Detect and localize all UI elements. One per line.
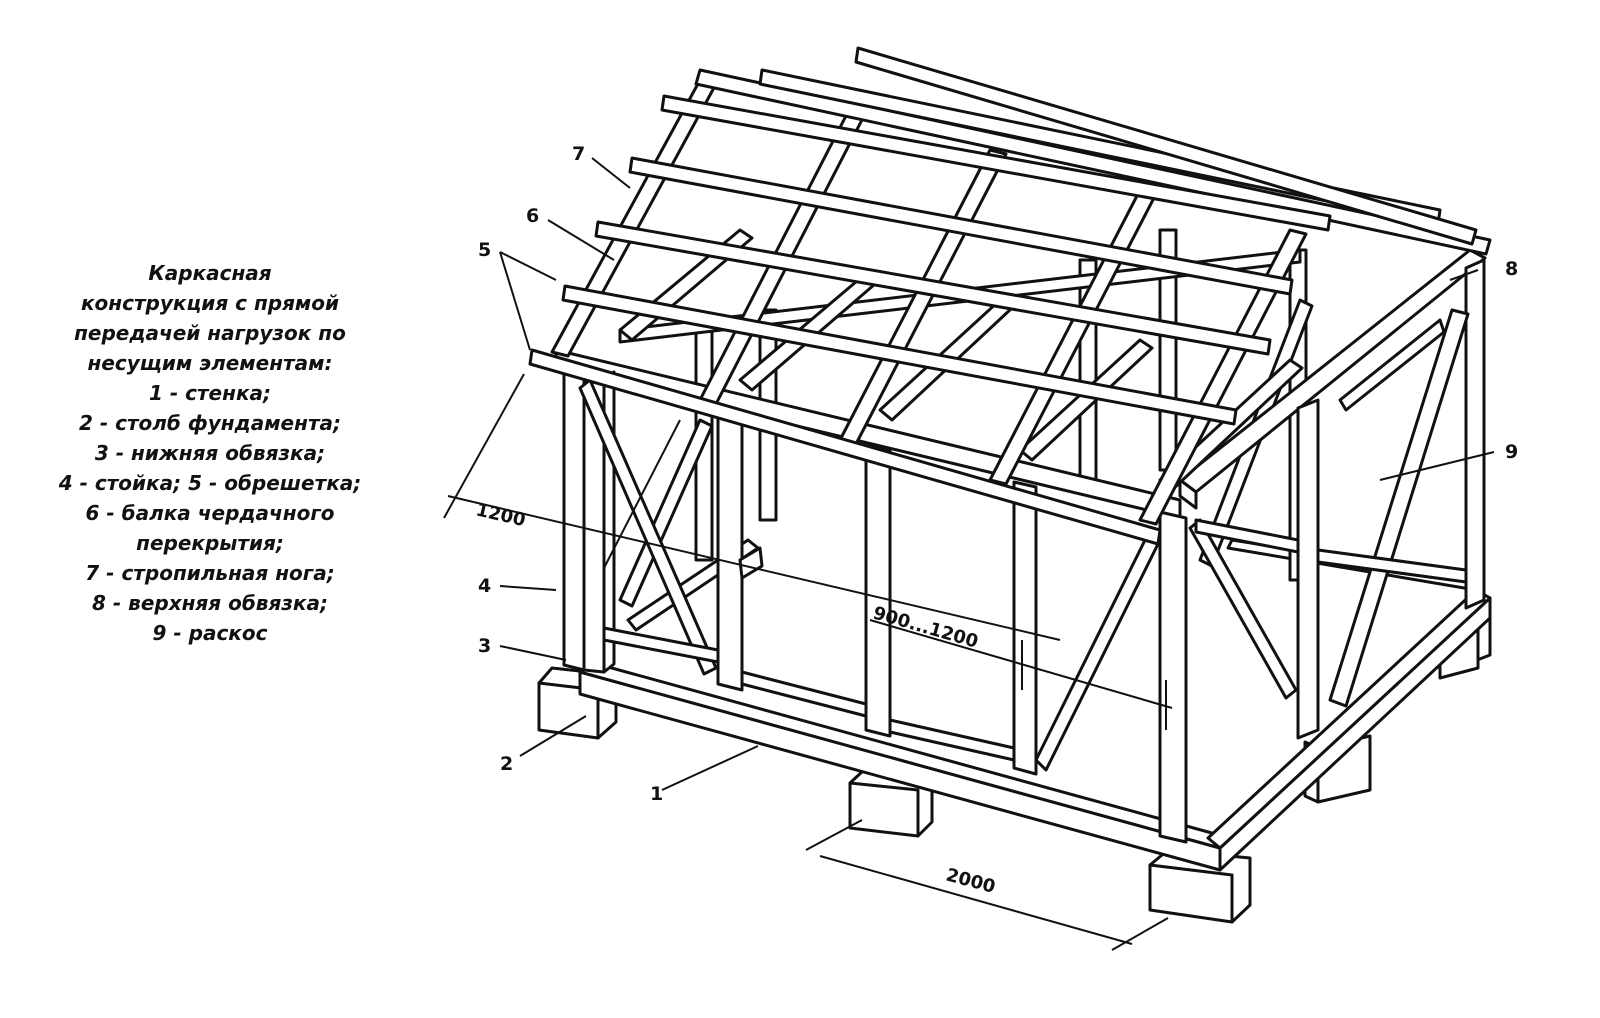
ceiling-joist [1018, 338, 1154, 462]
foundation-pier [537, 681, 600, 740]
roof-battens [528, 46, 1478, 546]
callout-5: 5 [478, 239, 491, 261]
stud [1012, 480, 1038, 776]
caption-line: 6 - балка чердачного [85, 501, 335, 525]
callout-9: 9 [1505, 441, 1518, 463]
rafter [1138, 228, 1308, 526]
callout-6: 6 [526, 205, 539, 227]
caption-line: Каркасная [148, 261, 272, 285]
callout-4: 4 [478, 575, 491, 597]
diagonal-brace [578, 378, 718, 676]
right-side-wall [1178, 248, 1487, 740]
callout-8: 8 [1505, 258, 1518, 280]
stud [864, 442, 892, 738]
batten [660, 94, 1332, 232]
caption-line: 2 - столб фундамента; [78, 411, 342, 435]
foundation-pier [1148, 863, 1234, 924]
batten [561, 284, 1238, 426]
caption-line: перекрытия; [136, 531, 284, 555]
bottom-plate [578, 538, 1492, 872]
callout-1: 1 [650, 783, 663, 805]
leader-lines [443, 157, 1495, 951]
batten [854, 46, 1478, 246]
callout-3: 3 [478, 635, 491, 657]
batten [594, 220, 1272, 356]
stud [716, 406, 744, 692]
caption-line: 3 - нижняя обвязка; [94, 441, 326, 465]
diagonal-brace [1034, 528, 1162, 772]
diagonal-brace [1328, 308, 1470, 708]
ridge-beam [694, 68, 1492, 256]
caption-line: передачей нагрузок по [74, 321, 346, 345]
foundation-pier [848, 781, 920, 838]
callout-labels: 1 2 3 4 5 6 7 8 9 [478, 143, 1518, 805]
caption-line: 4 - стойка; 5 - обрешетка; [58, 471, 362, 495]
caption-line: 7 - стропильная нога; [85, 561, 335, 585]
callout-2: 2 [500, 753, 513, 775]
stud [1296, 398, 1320, 740]
stud [562, 366, 586, 672]
batten [628, 156, 1294, 296]
caption-line: 9 - раскос [152, 621, 268, 645]
caption-line: конструкция с прямой [80, 291, 340, 315]
callout-7: 7 [572, 143, 585, 165]
batten [528, 348, 1162, 546]
caption-line: 8 - верхняя обвязка; [92, 591, 328, 615]
dimension-rafter-spacing: 1200 [474, 499, 528, 531]
legend-caption: Каркасная конструкция с прямой передачей… [0, 258, 420, 648]
caption-line: 1 - стенка; [148, 381, 272, 405]
stud [1158, 510, 1188, 844]
stud [1464, 258, 1486, 610]
caption-line: несущим элементам: [87, 351, 333, 375]
diagonal-brace [1188, 518, 1298, 700]
